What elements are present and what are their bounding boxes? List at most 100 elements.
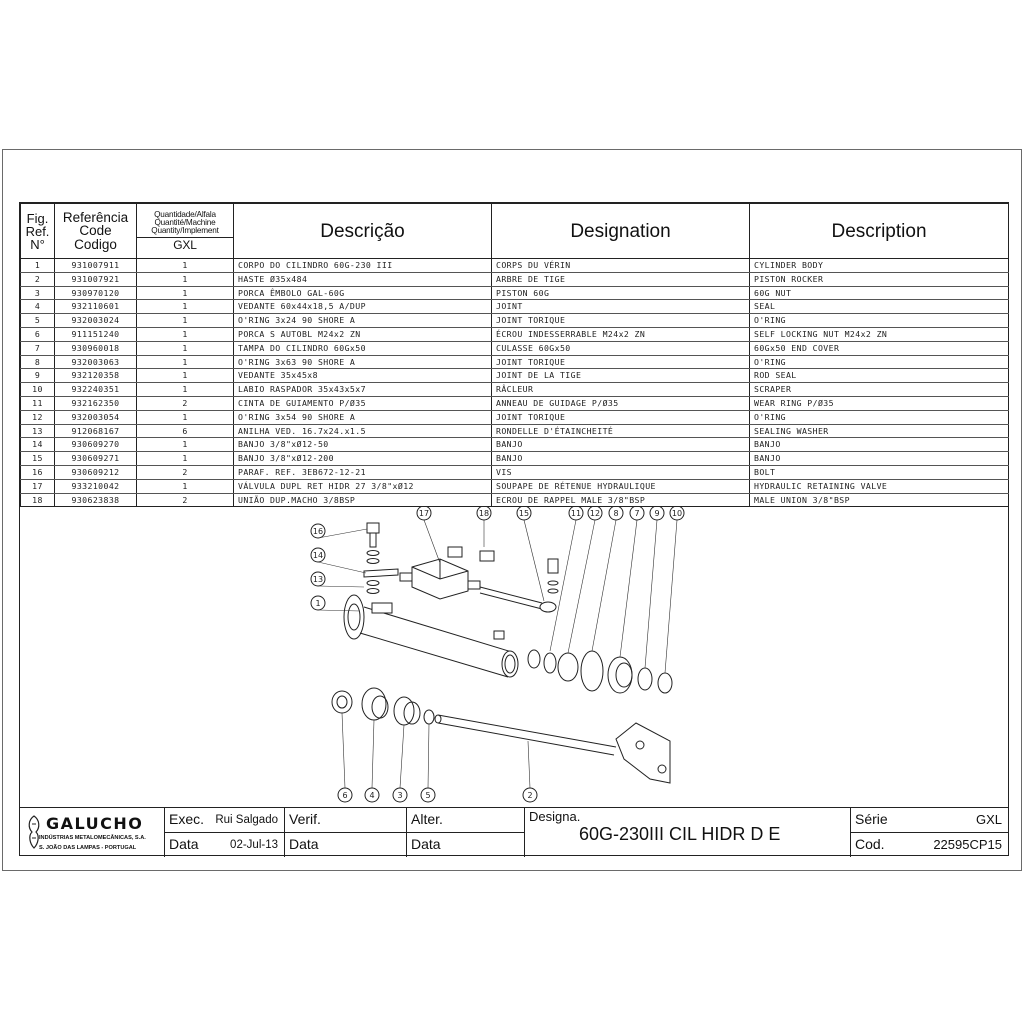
fig-cell: 4 xyxy=(20,299,55,315)
descricao-cell: ANILHA VED. 16.7x24.x1.5 xyxy=(233,424,492,439)
qty-cell: 1 xyxy=(136,355,234,370)
fig-cell: 12 xyxy=(20,410,55,425)
alter-cell: Alter. Data xyxy=(406,808,525,857)
descricao-cell: BANJO 3/8"xØ12-200 xyxy=(233,451,492,466)
alter-date-label: Data xyxy=(411,836,441,852)
code-cell: 912068167 xyxy=(54,424,137,439)
balloon-leader-line xyxy=(317,609,361,612)
balloon-leader-line xyxy=(664,519,678,674)
balloon-leader-line xyxy=(423,519,441,564)
balloon-circle xyxy=(310,595,326,611)
descricao-cell: UNIÃO DUP.MACHO 3/8BSP xyxy=(233,493,492,508)
balloon-leader-line xyxy=(427,723,430,789)
balloon-circle xyxy=(587,507,603,521)
balloon-label: 12 xyxy=(590,509,600,518)
description-cell: SEALING WASHER xyxy=(749,424,1009,439)
description-cell: WEAR RING P/Ø35 xyxy=(749,396,1009,411)
qty-cell: 1 xyxy=(136,258,234,273)
designation-cell: JOINT xyxy=(491,299,750,315)
qty-cell: 1 xyxy=(136,479,234,494)
code-cell: 932162350 xyxy=(54,396,137,411)
series-cell: Série GXL Cod. 22595CP15 xyxy=(850,808,1009,857)
descricao-cell: BANJO 3/8"xØ12-50 xyxy=(233,437,492,453)
fig-cell: 16 xyxy=(20,465,55,480)
seal-rings-parts xyxy=(527,649,673,694)
descricao-cell: O'RING 3x63 90 SHORE A xyxy=(233,355,492,370)
description-cell: HYDRAULIC RETAINING VALVE xyxy=(749,479,1009,494)
valve-part xyxy=(399,558,481,600)
description-cell: BANJO xyxy=(749,451,1009,466)
exec-value: Rui Salgado xyxy=(215,814,278,826)
exec-cell: Exec. Rui Salgado Data 02-Jul-13 xyxy=(164,808,285,857)
code-cell: 932240351 xyxy=(54,382,137,397)
fig-cell: 18 xyxy=(20,493,55,508)
balloon-leader-line xyxy=(567,519,596,654)
description-cell: SELF LOCKING NUT M24x2 ZN xyxy=(749,327,1009,342)
balloon-label: 8 xyxy=(613,509,618,518)
description-cell: BOLT xyxy=(749,465,1009,480)
balloon-leader-line xyxy=(619,519,638,658)
piston-parts xyxy=(331,687,435,726)
description-cell: O'RING xyxy=(749,313,1009,328)
header-description: Description xyxy=(749,203,1009,259)
verif-cell: Verif. Data xyxy=(284,808,407,857)
union-parts xyxy=(447,546,495,562)
qty-cell: 2 xyxy=(136,396,234,411)
bolt-and-banjo-parts xyxy=(363,522,399,594)
balloon-label: 5 xyxy=(425,791,430,800)
fig-cell: 7 xyxy=(20,341,55,356)
header-fig: Fig.Ref.N° xyxy=(20,203,55,259)
qty-cell: 1 xyxy=(136,286,234,301)
balloon-label: 10 xyxy=(672,509,682,518)
code-cell: 932003063 xyxy=(54,355,137,370)
balloon-circle xyxy=(310,547,326,563)
serie-value: GXL xyxy=(975,812,1002,827)
balloon-circle xyxy=(516,507,532,521)
balloon-label: 16 xyxy=(313,527,323,536)
balloon-circle xyxy=(669,507,685,521)
balloon-circle xyxy=(310,523,326,539)
pipe-part xyxy=(479,558,559,613)
code-cell: 932120358 xyxy=(54,368,137,384)
balloon-leader-line xyxy=(317,528,368,539)
descricao-cell: CORPO DO CILINDRO 60G-230 III xyxy=(233,258,492,273)
designation-cell: BANJO xyxy=(491,451,750,466)
descricao-cell: TAMPA DO CILINDRO 60Gx50 xyxy=(233,341,492,356)
descricao-cell: PARAF. REF. 3EB672-12-21 xyxy=(233,465,492,480)
designa-value: 60G-230III CIL HIDR D E xyxy=(579,824,781,844)
code-cell: 932003024 xyxy=(54,313,137,328)
balloon-label: 17 xyxy=(419,509,429,518)
cod-value: 22595CP15 xyxy=(933,837,1002,852)
code-cell: 930970120 xyxy=(54,286,137,301)
code-cell: 930960018 xyxy=(54,341,137,356)
balloon-label: 2 xyxy=(527,791,532,800)
descricao-cell: CINTA DE GUIAMENTO P/Ø35 xyxy=(233,396,492,411)
code-cell: 911151240 xyxy=(54,327,137,342)
descricao-cell: PORCA S AUTOBL M24x2 ZN xyxy=(233,327,492,342)
qty-cell: 6 xyxy=(136,424,234,439)
fig-cell: 9 xyxy=(20,368,55,384)
balloon-label: 14 xyxy=(313,551,323,560)
designation-cell: ARBRE DE TIGE xyxy=(491,272,750,287)
balloon-label: 15 xyxy=(519,509,529,518)
balloon-label: 11 xyxy=(571,509,581,518)
balloon-leader-line xyxy=(591,519,617,652)
fig-cell: 1 xyxy=(20,258,55,273)
rooster-icon xyxy=(28,815,40,849)
description-cell: 60Gx50 END COVER xyxy=(749,341,1009,356)
alter-label: Alter. xyxy=(411,811,443,827)
description-cell: 60G NUT xyxy=(749,286,1009,301)
balloon-label: 3 xyxy=(397,791,402,800)
qty-cell: 1 xyxy=(136,313,234,328)
qty-cell: 1 xyxy=(136,437,234,453)
balloon-label: 18 xyxy=(479,509,489,518)
fig-cell: 15 xyxy=(20,451,55,466)
descricao-cell: VÁLVULA DUPL RET HIDR 27 3/8"xØ12 xyxy=(233,479,492,494)
